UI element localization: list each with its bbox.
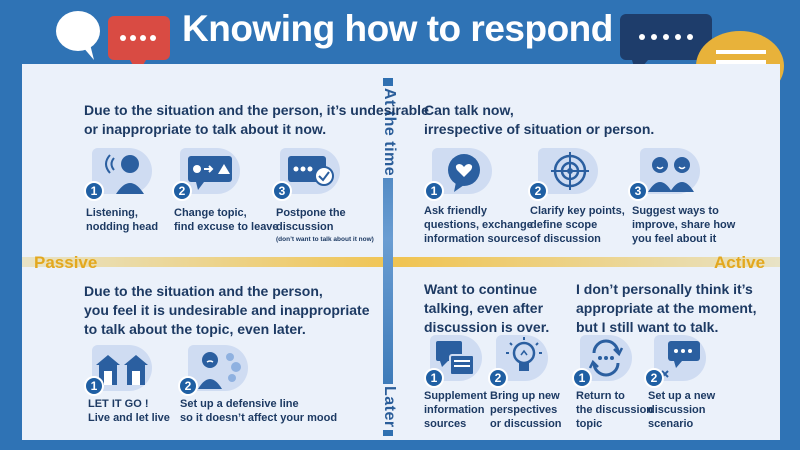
step-number-badge: 3 [628, 181, 648, 201]
step-number-badge: 1 [572, 368, 592, 388]
header: Knowing how to respond [0, 0, 800, 112]
horizontal-axis [22, 257, 780, 267]
step-number-badge: 3 [272, 181, 292, 201]
caption-supplement: Supplement information sources [424, 390, 487, 430]
step-number-badge: 1 [84, 181, 104, 201]
quadrant-title-bottom-middle: Want to continue talking, even after dis… [424, 281, 550, 335]
caption-clarify: Clarify key points, define scope of disc… [530, 205, 625, 245]
step-number-badge: 1 [84, 376, 104, 396]
axis-label-right: Active [714, 253, 766, 272]
quadrant-title-bottom-left: Due to the situation and the person, you… [84, 283, 370, 337]
defensive-line-icon [188, 345, 248, 391]
quadrant-title-bottom-right: I don’t personally think it’s appropriat… [576, 281, 757, 335]
change-topic-icon [180, 148, 240, 194]
axis-label-bottom: Later [380, 384, 398, 430]
quadrant-title-top-left: Due to the situation and the person, it’… [84, 102, 429, 137]
step-number-badge: 1 [424, 368, 444, 388]
white-speech-bubble-icon [56, 11, 100, 60]
step-number-badge: 1 [424, 181, 444, 201]
documents-icon [430, 335, 482, 381]
caption-friendly-questions: Ask friendly questions, exchange informa… [424, 205, 533, 245]
caption-change-topic: Change topic, find excuse to leave [174, 207, 279, 233]
caption-let-it-go: LET IT GO ! Live and let live [88, 398, 170, 424]
caption-postpone-note: (don’t want to talk about it now) [276, 236, 374, 243]
two-people-icon [640, 148, 700, 194]
caption-postpone: Postpone the discussion [276, 207, 346, 233]
caption-new-perspectives: Bring up new perspectives or discussion [490, 390, 562, 430]
step-number-badge: 2 [644, 368, 664, 388]
postpone-icon [280, 148, 340, 194]
red-chat-bubble-icon [108, 16, 170, 74]
page-title: Knowing how to respond [182, 8, 613, 49]
step-number-badge: 2 [178, 376, 198, 396]
step-number-badge: 2 [172, 181, 192, 201]
caption-return: Return to the discussion topic [576, 390, 654, 430]
quadrant-title-top-right: Can talk now, irrespective of situation … [424, 102, 655, 137]
caption-suggest: Suggest ways to improve, share how you f… [632, 205, 736, 245]
caption-listening: Listening, nodding head [86, 207, 159, 233]
vertical-axis [383, 78, 393, 436]
caption-new-scenario: Set up a new discussion scenario [648, 390, 716, 430]
target-icon [538, 148, 598, 194]
caption-defensive-line: Set up a defensive line so it doesn’t af… [180, 398, 338, 424]
axis-label-top: At the time [380, 86, 398, 179]
axis-label-left: Passive [34, 253, 98, 272]
step-number-badge: 2 [528, 181, 548, 201]
step-number-badge: 2 [488, 368, 508, 388]
